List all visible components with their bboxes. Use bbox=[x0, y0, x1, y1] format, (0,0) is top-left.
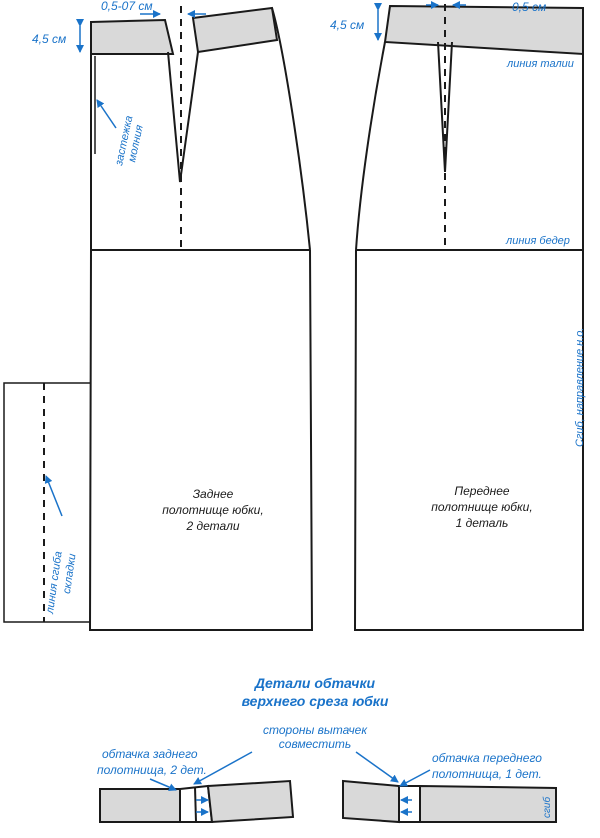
front-facing-label-2: полотнища, 1 дет. bbox=[432, 767, 542, 781]
back-waistband-right bbox=[191, 6, 279, 54]
back-dart bbox=[167, 51, 199, 183]
back-pleat-extension bbox=[3, 382, 91, 623]
back-title-1: Заднее bbox=[193, 487, 234, 501]
back-facing-label-1: обтачка заднего bbox=[102, 747, 198, 761]
front-annotations: 4,5 см 0,5 см линия талии линия бедер Сг… bbox=[330, 0, 586, 530]
pleat-fold-label-2: складки bbox=[61, 553, 79, 595]
zipper-arrow bbox=[96, 99, 117, 129]
front-upper-outline bbox=[355, 41, 584, 251]
back-title-3: 2 детали bbox=[185, 519, 239, 533]
match-arrow-left bbox=[193, 751, 253, 785]
pleat-fold-arrow bbox=[44, 475, 63, 517]
back-facing-piece bbox=[99, 788, 181, 823]
back-facing-dart-line bbox=[194, 786, 197, 823]
front-dart bbox=[437, 41, 453, 173]
front-facing-arrow bbox=[399, 769, 431, 787]
front-lower-outline bbox=[353, 249, 584, 631]
back-facing-piece-right bbox=[206, 779, 295, 824]
front-facing-piece bbox=[342, 779, 400, 824]
front-facing-piece-right bbox=[419, 784, 557, 823]
front-title-3: 1 деталь bbox=[456, 516, 509, 530]
front-facing-dart-gap bbox=[398, 785, 421, 823]
back-title-2: полотнище юбки, bbox=[162, 503, 263, 517]
back-height-label: 4,5 см bbox=[32, 32, 66, 46]
facings-section: Детали обтачки верхнего среза юбки сторо… bbox=[97, 675, 557, 824]
front-height-label: 4,5 см bbox=[330, 18, 364, 32]
hip-line-label: линия бедер bbox=[505, 235, 570, 247]
front-waistband bbox=[383, 4, 584, 56]
back-dart-label: 0,5-07 см bbox=[101, 0, 153, 13]
match-note-2: совместить bbox=[279, 737, 351, 751]
back-upper-outline bbox=[90, 7, 311, 251]
facings-title-2: верхнего среза юбки bbox=[242, 693, 389, 709]
back-annotations: 4,5 см 0,5-07 см застежка молния линия с… bbox=[32, 0, 264, 615]
facing-fold-label: сгиб bbox=[541, 797, 553, 818]
back-facing-arrow bbox=[149, 778, 177, 791]
facings-title-1: Детали обтачки bbox=[254, 675, 376, 691]
match-arrow-right bbox=[355, 751, 399, 783]
back-facing-label-2: полотнища, 2 дет. bbox=[97, 763, 207, 777]
grain-fold-label: Сгиб, направление н.о. bbox=[574, 328, 586, 447]
back-lower-outline bbox=[88, 249, 314, 631]
front-title-1: Переднее bbox=[454, 484, 509, 498]
back-waistband bbox=[90, 18, 175, 55]
front-panel bbox=[353, 4, 584, 631]
front-facing-label-1: обтачка переднего bbox=[432, 751, 542, 765]
front-dart-label: 0,5 см bbox=[512, 0, 546, 14]
match-note-1: стороны вытачек bbox=[263, 723, 368, 737]
waist-line-label: линия талии bbox=[506, 58, 574, 70]
front-title-2: полотнище юбки, bbox=[431, 500, 532, 514]
back-panel bbox=[3, 6, 314, 631]
